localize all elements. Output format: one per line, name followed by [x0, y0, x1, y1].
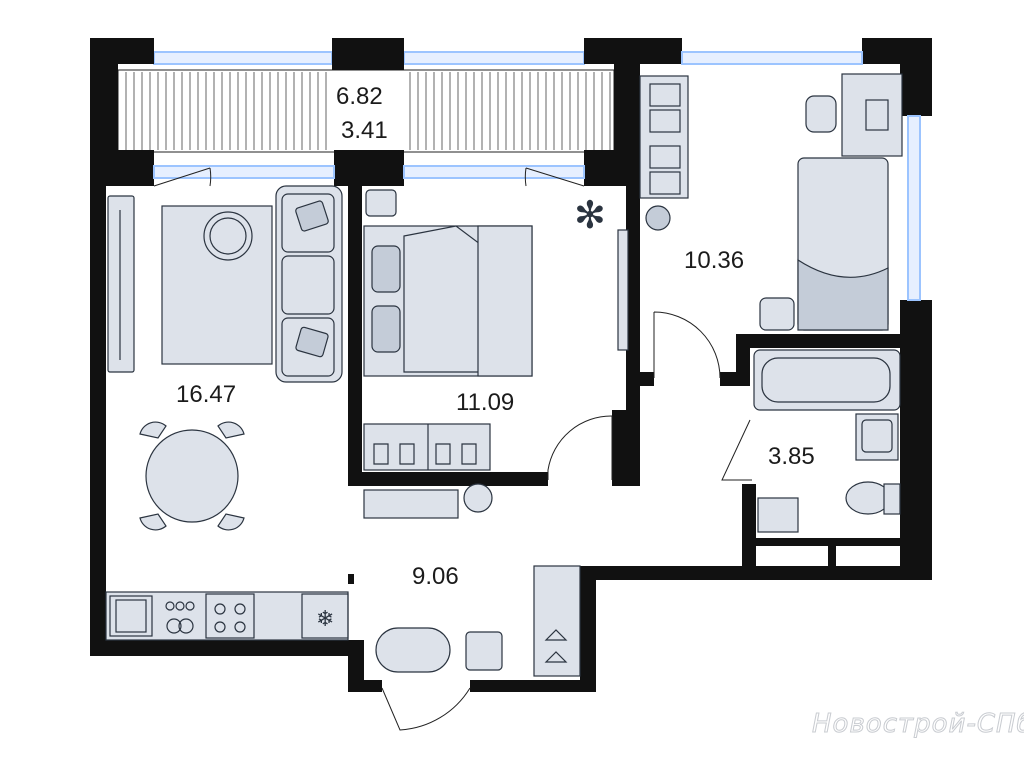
watermark: Новострой-СПб: [812, 709, 1024, 739]
hallway-furniture: [363, 483, 581, 677]
balcony-window-left: [153, 51, 333, 65]
kids-room-door[interactable]: [653, 311, 721, 379]
kids-room-furniture: [639, 73, 903, 331]
wardrobe: [363, 423, 491, 471]
kitchen-counter: [105, 591, 349, 641]
bathtub: [753, 349, 901, 411]
desk-chair: [805, 95, 837, 133]
basketball-icon: [645, 205, 671, 231]
shoe-rack: [533, 565, 581, 677]
kids-wardrobe: [639, 75, 689, 199]
balcony-window-right: [403, 51, 585, 65]
fridge-snowflake-icon: ❄: [316, 607, 334, 632]
kids-room-window-top: [681, 51, 863, 65]
balcony-effective-area: 3.41: [341, 117, 388, 144]
bedroom-area: 11.09: [456, 389, 514, 416]
entrance-door[interactable]: [381, 687, 471, 731]
robot-vacuum: [463, 483, 493, 513]
living-room-furniture: ❄: [105, 185, 349, 641]
bathroom-area: 3.85: [768, 443, 815, 470]
plant-icon: ✻: [574, 193, 606, 237]
balcony-total-area: 6.82: [336, 83, 383, 110]
dining-table: [145, 429, 239, 523]
washing-machine: [757, 497, 799, 533]
bathroom-door[interactable]: [721, 419, 752, 481]
bathroom-fixtures: [753, 349, 901, 533]
walls: [90, 38, 932, 692]
balcony-railing: [125, 72, 611, 150]
living-room-area: 16.47: [176, 381, 236, 408]
doors: [153, 167, 752, 731]
bedroom-door[interactable]: [547, 415, 613, 480]
kids-room-area: 10.36: [684, 247, 744, 274]
hallway-area: 9.06: [412, 563, 459, 590]
bedroom-furniture: ✻: [363, 189, 629, 471]
coffee-table: [203, 211, 253, 261]
desk: [841, 73, 903, 157]
tv-unit: [107, 195, 135, 373]
ottoman: [375, 627, 451, 673]
hallway-pouf: [465, 631, 503, 671]
balcony: [117, 51, 615, 153]
